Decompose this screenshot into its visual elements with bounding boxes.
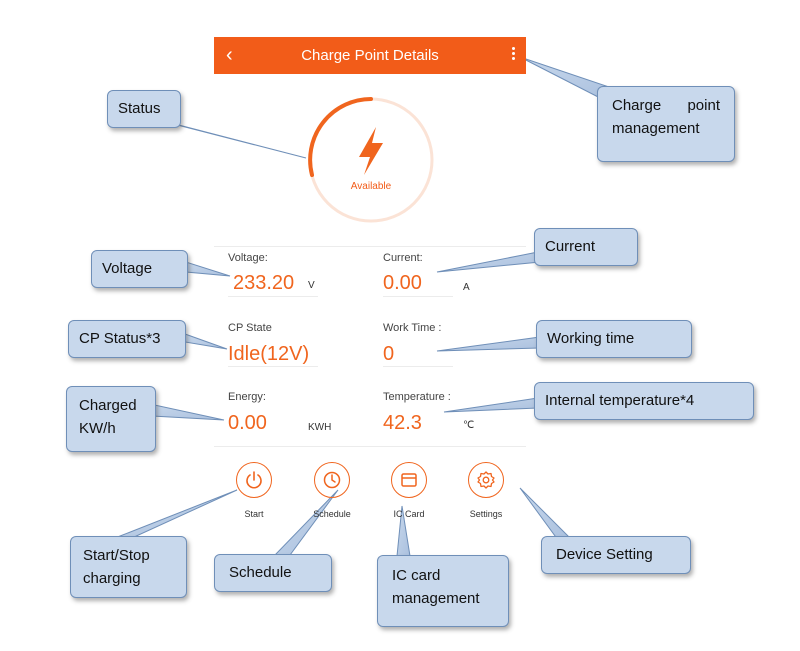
ic-card-label: IC Card: [393, 509, 425, 519]
cp-state-value: Idle(12V): [228, 343, 310, 365]
schedule-label: Schedule: [313, 509, 351, 519]
divider: [214, 246, 526, 247]
power-icon: [246, 471, 262, 489]
callout-working-time: Working time: [536, 320, 692, 358]
callout-management: Charge point management: [597, 86, 735, 162]
more-vertical-icon[interactable]: [510, 45, 516, 65]
pointer-voltage: [185, 261, 231, 277]
settings-button[interactable]: [468, 462, 504, 498]
energy-unit: KWH: [308, 422, 332, 433]
current-label: Current:: [383, 252, 423, 264]
work-time-label: Work Time :: [383, 322, 442, 334]
pointer-schedule: [273, 489, 339, 556]
page-title: Charge Point Details: [301, 47, 439, 64]
temperature-label: Temperature :: [383, 391, 451, 403]
lightning-bolt-icon: [359, 127, 383, 175]
pointer-temperature: [443, 397, 539, 413]
back-icon[interactable]: ‹: [226, 44, 233, 66]
callout-voltage: Voltage: [91, 250, 188, 288]
start-button[interactable]: [236, 462, 272, 498]
callout-schedule: Schedule: [214, 554, 332, 592]
pointer-current: [436, 251, 541, 273]
energy-value: 0.00: [228, 412, 267, 434]
status-ring: [308, 97, 434, 223]
voltage-label: Voltage:: [228, 252, 268, 264]
divider: [383, 296, 453, 297]
temperature-value: 42.3: [383, 412, 422, 434]
callout-charged: Charged KW/h: [66, 386, 156, 452]
gear-icon: [477, 471, 495, 489]
divider: [214, 446, 526, 447]
pointer-cp-status: [184, 333, 228, 350]
cp-state-label: CP State: [228, 322, 272, 334]
pointer-working-time: [436, 336, 541, 352]
ic-card-button[interactable]: [391, 462, 427, 498]
app-header: ‹ Charge Point Details: [214, 37, 526, 74]
divider: [228, 366, 318, 367]
callout-temperature: Internal temperature*4: [534, 382, 754, 420]
work-time-value: 0: [383, 343, 395, 365]
voltage-value: 233.20: [233, 272, 295, 294]
divider: [228, 296, 318, 297]
status-text: Available: [350, 181, 392, 192]
divider: [383, 366, 453, 367]
energy-label: Energy:: [228, 391, 266, 403]
start-label: Start: [244, 509, 264, 519]
current-value: 0.00: [383, 272, 422, 294]
pointer-charged: [149, 403, 225, 421]
callout-current: Current: [534, 228, 638, 266]
settings-label: Settings: [469, 509, 503, 519]
temperature-unit: ℃: [463, 420, 475, 431]
pointer-settings: [519, 487, 574, 541]
voltage-unit: V: [308, 280, 315, 291]
callout-ic-card: IC card management: [377, 555, 509, 627]
callout-device-setting: Device Setting: [541, 536, 691, 574]
current-unit: A: [463, 282, 470, 293]
callout-status: Status: [107, 90, 181, 128]
clock-icon: [323, 471, 341, 489]
callout-start-stop: Start/Stop charging: [70, 536, 187, 598]
schedule-button[interactable]: [314, 462, 350, 498]
callout-cp-status: CP Status*3: [68, 320, 186, 358]
card-icon: [401, 473, 417, 487]
